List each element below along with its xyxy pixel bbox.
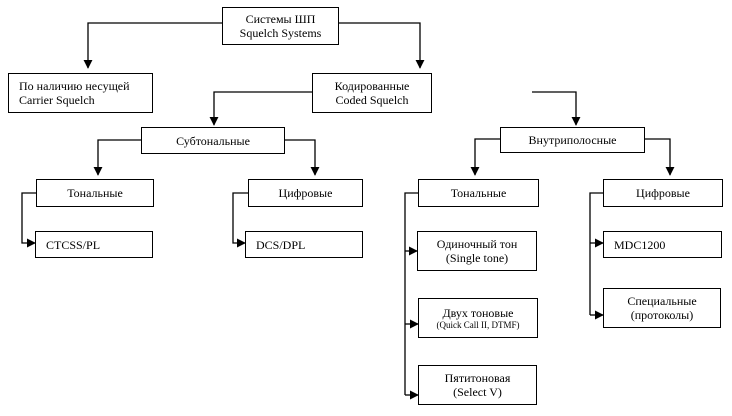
node-inband-digital: Цифровые (603, 179, 723, 207)
node-line-2: Carrier Squelch (19, 93, 95, 107)
connector-inband-tonal (470, 138, 500, 176)
connector-root-coded (339, 22, 425, 69)
node-label: Тональные (67, 186, 123, 200)
connector-inband-digital (645, 138, 675, 176)
connector-digital-dcs (232, 192, 248, 248)
node-line-2: (Quick Call II, DTMF) (436, 319, 520, 330)
node-line-1: Специальные (627, 294, 697, 308)
node-label: DCS/DPL (256, 237, 306, 252)
node-line-2: (Select V) (453, 385, 502, 399)
node-label: Цифровые (278, 186, 333, 200)
node-label: Цифровые (636, 186, 690, 200)
node-inband: Внутриполосные (500, 127, 645, 153)
node-mdc1200: MDC1200 (603, 231, 722, 258)
node-line-2: (Single tone) (445, 251, 509, 265)
connector-inband-digital-bracket (589, 192, 603, 315)
node-label: Тональные (450, 186, 507, 200)
node-line-1: Одиночный тон (436, 237, 518, 251)
node-line-2: Squelch Systems (239, 26, 322, 40)
node-line-1: Кодированные (334, 79, 410, 93)
node-subtonal-digital: Цифровые (248, 179, 363, 207)
connector-tonal-ctcss (21, 192, 36, 248)
node-line-1: Пятитоновая (444, 371, 511, 385)
node-special-protocols: Специальные (протоколы) (603, 288, 721, 328)
node-label: CTCSS/PL (46, 237, 101, 252)
node-label: MDC1200 (614, 237, 666, 252)
node-label: Внутриполосные (528, 133, 617, 147)
node-two-tone: Двух тоновые (Quick Call II, DTMF) (418, 298, 538, 338)
connector-root-carrier (83, 22, 222, 69)
node-five-tone: Пятитоновая (Select V) (418, 365, 537, 405)
node-subtonal: Субтональные (141, 127, 285, 154)
node-dcs-dpl: DCS/DPL (245, 231, 363, 258)
node-line-1: По наличию несущей (19, 79, 130, 93)
node-squelch-systems: Системы ШП Squelch Systems (222, 7, 339, 45)
node-subtonal-tonal: Тональные (36, 179, 154, 207)
node-line-2: (протоколы) (630, 308, 694, 322)
node-line-2: Coded Squelch (335, 93, 409, 107)
node-coded-squelch: Кодированные Coded Squelch (312, 73, 432, 113)
node-label: Субтональные (176, 133, 250, 148)
connector-coded-subtone (209, 91, 312, 126)
connector-coded-inband (532, 91, 581, 126)
connector-subtone-tonal (93, 139, 141, 176)
node-line-1: Системы ШП (245, 12, 316, 26)
connector-inband-tonal-bracket (404, 192, 418, 395)
node-carrier-squelch: По наличию несущей Carrier Squelch (8, 73, 153, 113)
node-inband-tonal: Тональные (418, 179, 539, 207)
connector-subtone-digital (285, 139, 320, 176)
node-line-1: Двух тоновые (442, 305, 514, 320)
node-ctcss-pl: CTCSS/PL (35, 231, 153, 258)
node-single-tone: Одиночный тон (Single tone) (417, 231, 537, 271)
